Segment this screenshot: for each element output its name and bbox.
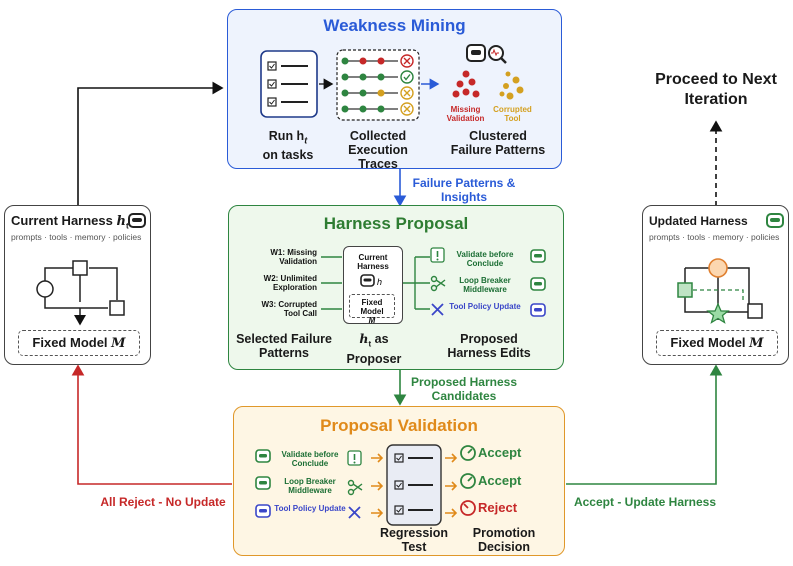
candidate-1: Validate before Conclude bbox=[281, 450, 339, 468]
harness-proposal-title: Harness Proposal bbox=[323, 214, 469, 233]
robot-icon bbox=[466, 44, 486, 62]
robot-icon bbox=[255, 504, 271, 518]
robot-icon: h bbox=[360, 274, 382, 287]
harness-graph-icon bbox=[36, 260, 125, 326]
regression-test-icon bbox=[386, 444, 442, 526]
scissors-icon bbox=[347, 479, 363, 496]
gauge-accept-icon bbox=[460, 473, 476, 489]
candidate-2: Loop Breaker Middleware bbox=[284, 477, 336, 495]
execution-traces-icon bbox=[336, 49, 420, 121]
promotion-decision-caption: Promotion Decision bbox=[472, 526, 536, 554]
weakness-mining-panel: Weakness Mining bbox=[227, 9, 562, 171]
proposal-validation-title: Proposal Validation bbox=[320, 416, 478, 435]
fixed-model-box: Fixed Model M bbox=[656, 330, 778, 356]
cluster-b-label: Corrupted Tool bbox=[493, 105, 532, 123]
proceed-label: Proceed to Next Iteration bbox=[655, 71, 777, 108]
proposed-edits-caption: Proposed Harness Edits bbox=[447, 332, 531, 360]
edit-2: Loop Breaker Middleware bbox=[459, 276, 511, 294]
svg-text:h: h bbox=[377, 277, 382, 287]
scissors-icon bbox=[430, 275, 446, 292]
current-harness-panel: Current Harness ht prompts · tools · mem… bbox=[4, 205, 151, 365]
weakness-mining-title: Weakness Mining bbox=[323, 16, 466, 35]
harness-proposal-panel: Harness Proposal W1: Missing Validation … bbox=[228, 205, 564, 370]
robot-icon bbox=[766, 213, 784, 228]
robot-icon bbox=[255, 476, 271, 490]
edit-3: Tool Policy Update bbox=[449, 302, 521, 311]
all-reject-label: All Reject - No Update bbox=[100, 495, 226, 509]
weakness-1: W1: Missing Validation bbox=[270, 248, 317, 266]
fixed-model-box: Fixed Model M bbox=[18, 330, 140, 356]
decision-3: Reject bbox=[478, 500, 518, 515]
decision-2: Accept bbox=[478, 473, 522, 488]
tools-icon bbox=[431, 303, 444, 316]
selected-patterns-caption: Selected Failure Patterns bbox=[236, 332, 332, 360]
warning-icon bbox=[347, 450, 362, 466]
weakness-3: W3: Corrupted Tool Call bbox=[261, 300, 317, 318]
proposer-current-harness: Current Harness bbox=[357, 253, 389, 271]
task-list-icon bbox=[260, 50, 318, 118]
cluster-missing-validation-dots bbox=[452, 70, 480, 98]
warning-icon bbox=[430, 247, 445, 263]
decision-1: Accept bbox=[478, 445, 522, 460]
proposer-caption: ht as Proposer bbox=[346, 331, 402, 366]
arrow-accept-update bbox=[566, 364, 723, 485]
updated-harness-title: Updated Harness bbox=[649, 214, 748, 228]
clusters-caption: Clustered Failure Patterns bbox=[450, 129, 546, 157]
updated-graph-icon bbox=[677, 258, 763, 324]
current-harness-title: Current Harness ht bbox=[11, 213, 129, 231]
validation-graphics bbox=[255, 444, 476, 526]
weakness-2: W2: Unlimited Exploration bbox=[263, 274, 317, 292]
robot-icon bbox=[530, 249, 546, 263]
proposal-validation-panel: Proposal Validation bbox=[233, 406, 565, 556]
updated-harness-panel: Updated Harness prompts · tools · memory… bbox=[642, 205, 789, 365]
regression-test-caption: Regression Test bbox=[379, 526, 449, 554]
tools-icon bbox=[348, 506, 361, 519]
cluster-corrupted-tool-dots bbox=[499, 71, 524, 100]
weakness-mining-graphics bbox=[260, 44, 524, 121]
current-harness-subtitle: prompts · tools · memory · policies bbox=[11, 232, 142, 242]
proposal-connectors bbox=[321, 247, 546, 317]
proposed-candidates-label: Proposed Harness Candidates bbox=[410, 375, 518, 403]
candidate-3: Tool Policy Update bbox=[274, 504, 346, 513]
cluster-a-label: Missing Validation bbox=[446, 105, 485, 123]
robot-icon bbox=[530, 277, 546, 291]
robot-icon bbox=[255, 449, 271, 463]
arrow-to-weakness-mining bbox=[77, 81, 224, 206]
magnifier-icon bbox=[488, 45, 507, 64]
robot-icon bbox=[530, 303, 546, 317]
failure-patterns-label: Failure Patterns & Insights bbox=[412, 176, 516, 204]
traces-caption: Collected Execution Traces bbox=[348, 129, 408, 171]
edit-1: Validate before Conclude bbox=[456, 250, 514, 268]
gauge-reject-icon bbox=[460, 500, 476, 516]
accept-update-label: Accept - Update Harness bbox=[573, 495, 717, 509]
gauge-accept-icon bbox=[460, 445, 476, 461]
updated-harness-subtitle: prompts · tools · memory · policies bbox=[649, 232, 780, 242]
arrow-all-reject bbox=[71, 364, 232, 485]
robot-icon bbox=[128, 213, 146, 228]
